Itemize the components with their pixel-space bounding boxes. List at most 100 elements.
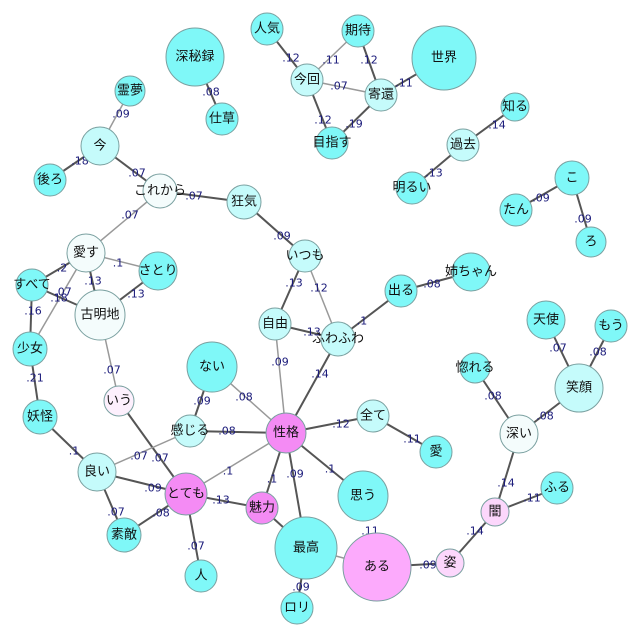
edge-weight-label: .1 [113,257,124,270]
node-circle [106,517,142,553]
node-label: 人気 [254,21,280,37]
edge-weight-label: .09 [144,482,162,495]
node-akarui: 明るい [392,171,432,205]
node-youkai: 妖怪 [22,399,58,435]
node-circle [554,160,590,196]
node-yoi: 良い [77,452,117,492]
edge-weight-label: .18 [71,155,89,168]
node-jiyuu: 自由 [258,307,292,341]
node-label: いう [106,394,132,409]
node-komeiji: 古明地 [74,289,126,341]
node-circle [364,78,398,112]
node-label: とても [167,487,205,502]
node-circle [395,171,429,205]
node-label: 明るい [392,181,431,196]
node-label: 性格 [273,425,299,441]
node-circle [554,363,604,413]
node-shinpiroku: 深秘録 [165,27,225,87]
node-label: 今 [93,138,106,154]
node-tan: たん [499,193,533,227]
node-ushiro: 後ろ [33,163,67,197]
node-horeru: 惚れる [455,352,495,384]
node-circle [274,516,338,580]
node-label: 闇 [488,505,501,520]
node-circle [15,268,49,302]
node-label: いつも [285,249,324,264]
node-shoujo: 少女 [12,331,48,367]
edge-weight-label: .07 [185,190,203,203]
edge-weight-label: .09 [271,356,289,369]
edge-weight-label: .09 [286,468,304,481]
node-iu: いう [103,385,135,417]
node-nai: ない [186,341,238,393]
node-kikan: 寄還 [364,78,398,112]
node-label: 全て [360,408,386,424]
edge-weight-label: .18 [50,292,68,305]
node-circle [500,92,530,122]
edge-weight-label: .08 [235,391,253,404]
node-ro: ろ [575,226,607,258]
node-saikou: 最高 [274,516,338,580]
edge-weight-label: .08 [484,390,502,403]
node-mezasu: 目指す [312,126,352,160]
node-label: 深い [506,427,532,442]
node-circle [173,414,207,448]
edge-weight-label: .09 [193,395,211,408]
node-circle [411,25,477,91]
node-circle [499,414,539,454]
node-sugata: 姿 [435,548,465,578]
node-circle [446,128,480,162]
edge-weight-label: .08 [536,410,554,423]
edge-weight-label: .12 [314,114,332,127]
node-circle [320,321,356,357]
node-label: 愛 [429,445,442,460]
node-roli: ロリ [280,591,314,625]
edge-weight-label: .08 [589,346,607,359]
edge-weight-label: .16 [24,305,42,318]
node-label: たん [503,203,529,218]
node-circle [184,559,218,593]
edge-weight-label: .1 [357,315,368,328]
node-reimu: 霊夢 [114,75,146,107]
edge-weight-label: .13 [303,326,321,339]
node-circle [290,63,324,97]
edge-weight-label: .13 [425,167,443,180]
node-shigusa: 仕草 [205,102,239,136]
node-label: 霊夢 [117,84,143,99]
node-label: 過去 [450,138,476,153]
edge-weight-label: .14 [311,368,329,381]
node-label: 惚れる [455,360,494,376]
edge-weight-label: .1 [69,445,80,458]
edge-weight-label: .11 [322,54,340,67]
edge-weight-label: .14 [497,477,515,490]
node-omou: 思う [337,470,389,522]
node-layer: 人気期待世界深秘録今回寄還目指す仕草霊夢今後ろこれから狂気知る過去明るいこたんろ… [12,12,628,625]
edge-weight-label: .13 [285,277,303,290]
node-label: 自由 [262,317,288,332]
node-kako: 過去 [446,128,480,162]
edge-weight-label: .07 [107,506,125,519]
node-shiru: 知る [500,92,530,122]
node-label: 魅力 [249,501,275,516]
node-deru: 出る [384,274,418,308]
node-label: 姿 [443,555,456,571]
node-circle [74,289,126,341]
node-circle [451,252,491,292]
edge-weight-label: .07 [128,167,146,180]
edge-weight-label: .11 [403,433,421,446]
node-ko: こ [554,160,590,196]
node-circle [33,163,67,197]
node-circle [258,307,292,341]
node-label: 最高 [293,540,319,556]
edge-weight-label: .09 [273,230,291,243]
node-circle [66,233,106,273]
node-circle [250,12,284,46]
node-label: ない [199,360,225,375]
node-label: 天使 [533,312,559,328]
edge-weight-label: .1 [325,463,336,476]
node-totemo: とても [164,472,208,516]
node-label: 良い [84,464,110,480]
edge-weight-label: .12 [332,418,350,431]
